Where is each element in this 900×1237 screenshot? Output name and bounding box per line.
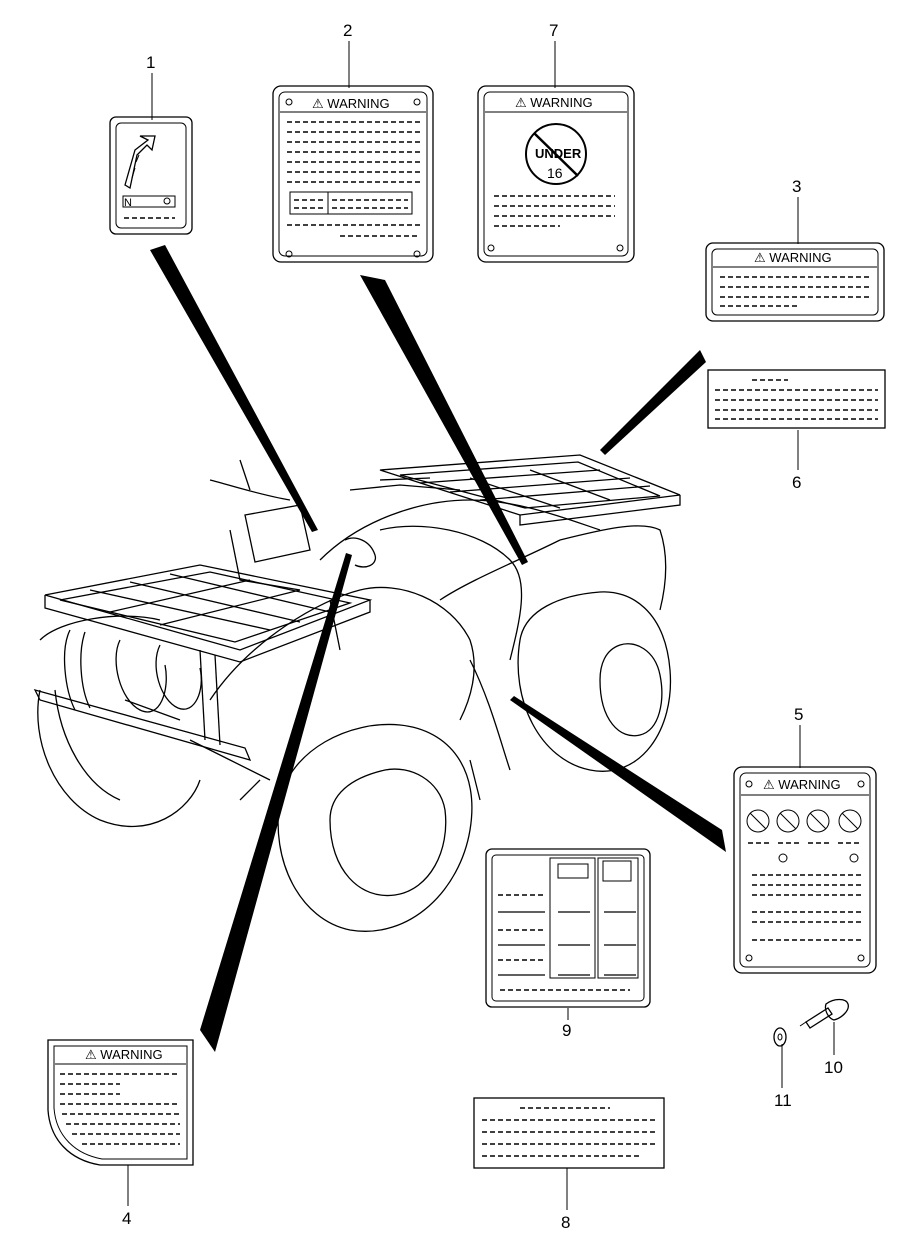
label-2-warning: ⚠ WARNING	[272, 85, 434, 263]
warning-text-2: ⚠ WARNING	[312, 96, 390, 111]
label-7-under-16: ⚠ WARNING UNDER 16	[477, 85, 635, 263]
callout-11: 11	[774, 1091, 792, 1110]
leader-5	[510, 696, 726, 852]
neutral-mark: N	[124, 197, 132, 209]
warning-text-7: ⚠ WARNING	[515, 95, 593, 110]
callout-8: 8	[561, 1213, 570, 1232]
warning-text-4: ⚠ WARNING	[85, 1047, 163, 1062]
label-6	[707, 369, 886, 429]
rivet-10	[799, 998, 849, 1029]
leader-4	[200, 553, 352, 1052]
atv-outline	[33, 454, 681, 932]
label-5-warning: ⚠ WARNING	[733, 766, 877, 974]
callout-10: 10	[824, 1058, 843, 1077]
label-1-shift: N	[109, 116, 193, 235]
label-9-chart	[485, 848, 651, 1008]
callout-5: 5	[794, 705, 803, 724]
callout-1: 1	[146, 53, 155, 72]
callout-2: 2	[343, 21, 352, 40]
warning-text-5: ⚠ WARNING	[763, 777, 841, 792]
washer-11	[773, 1027, 787, 1047]
label-8	[473, 1097, 665, 1169]
warning-text-3: ⚠ WARNING	[754, 250, 832, 265]
leader-lines	[150, 245, 726, 1052]
label-4-warning: ⚠ WARNING	[47, 1039, 194, 1166]
label-3-warning: ⚠ WARNING	[705, 242, 885, 322]
leader-1	[150, 245, 318, 532]
callout-7: 7	[549, 21, 558, 40]
leader-2	[360, 275, 528, 565]
callout-6: 6	[792, 473, 801, 492]
callout-numbers: 1 2 7 3 6 5 9 10 11 4 8	[122, 21, 843, 1232]
leader-3	[600, 350, 706, 455]
age-text: 16	[547, 165, 563, 181]
under-text: UNDER	[535, 146, 582, 161]
callout-9: 9	[562, 1021, 571, 1040]
callout-4: 4	[122, 1209, 131, 1228]
callout-3: 3	[792, 177, 801, 196]
